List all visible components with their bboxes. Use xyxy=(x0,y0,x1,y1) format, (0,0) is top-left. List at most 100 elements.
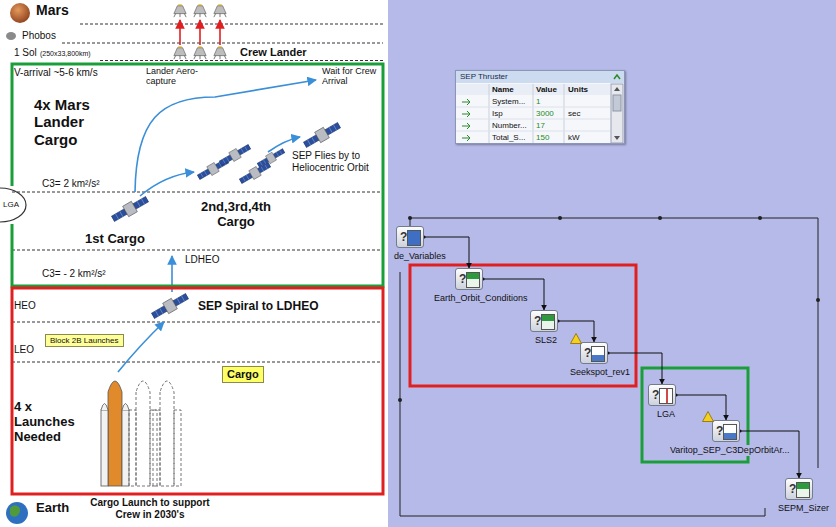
component-icon: ?Varitop_SEP_C3DepOrbitAr... xyxy=(712,420,740,442)
table-cell: System... xyxy=(492,97,525,107)
status-mark: ? xyxy=(400,230,407,244)
component-name: LGA xyxy=(656,409,676,420)
component-name: SEPM_Sizer xyxy=(777,503,830,514)
descent-arrows xyxy=(179,20,181,45)
annotation: 4x Mars Lander Cargo xyxy=(34,96,110,148)
annotation: C3= - 2 km²/s² xyxy=(42,268,106,280)
satellites xyxy=(238,160,272,186)
orbit-lines xyxy=(12,322,383,323)
landers xyxy=(174,46,186,59)
rocket xyxy=(160,381,174,486)
component-glyph xyxy=(541,314,555,330)
property-panel xyxy=(462,111,470,117)
table-cell: 3000 xyxy=(536,109,554,119)
property-panel xyxy=(456,71,624,83)
status-mark: ? xyxy=(716,424,723,438)
rocket xyxy=(101,410,108,486)
property-panel xyxy=(462,123,470,129)
component-icon: ?Earth_Orbit_Conditions xyxy=(455,268,483,290)
annotation: SEP Flies by to Heliocentric Orbit xyxy=(292,150,374,173)
status-mark: ? xyxy=(652,388,659,402)
annotation: Mars xyxy=(36,2,69,18)
property-panel xyxy=(614,87,620,140)
orbit-lines xyxy=(12,192,383,193)
annotation: Earth xyxy=(36,501,69,516)
annotation: Lander Aero-capture xyxy=(146,66,208,87)
component-icon: ?Seekspot_rev1 xyxy=(580,342,608,364)
lga-arc xyxy=(0,188,26,222)
trajectory-arrows xyxy=(140,172,194,196)
box-label: Block 2B Launches xyxy=(50,336,119,345)
planets xyxy=(6,502,28,524)
property-panel: SEP ThrusterNameValueUnitsSystem...1Isp3… xyxy=(455,70,625,144)
annotation: Wait for Crew Arrival xyxy=(322,66,380,87)
bus-dots xyxy=(398,398,402,402)
trajectory-arrows xyxy=(135,80,316,192)
highlight-frames xyxy=(12,288,383,494)
rocket xyxy=(136,381,150,486)
orbit-lines xyxy=(80,24,383,25)
satellites xyxy=(110,194,151,224)
highlight-frames xyxy=(12,64,748,494)
highlight-frames xyxy=(12,64,383,286)
table-cell: Number... xyxy=(492,121,527,131)
right-background xyxy=(388,0,836,527)
table-cell: kW xyxy=(568,133,580,143)
property-panel xyxy=(456,131,610,132)
landers xyxy=(194,4,206,17)
rocket xyxy=(122,404,129,411)
bus-dots xyxy=(758,216,762,220)
component-glyph xyxy=(659,388,673,404)
orbit-lines xyxy=(100,60,383,61)
property-panel xyxy=(462,135,470,141)
orbit-lines xyxy=(12,362,383,363)
rocket xyxy=(101,404,108,411)
trajectory-arrows xyxy=(118,322,164,372)
component-icon: ?SEPM_Sizer xyxy=(785,478,813,500)
landers xyxy=(214,46,226,59)
satellites xyxy=(150,291,191,321)
annotation: LGA xyxy=(3,200,19,209)
table-cell: Units xyxy=(568,85,588,95)
highlight-frames xyxy=(410,265,636,386)
property-panel xyxy=(456,119,610,120)
bus-dots xyxy=(658,216,662,220)
launch-box: Block 2B Launches xyxy=(45,334,124,347)
descent-arrows xyxy=(180,20,220,45)
trajectory-arrows xyxy=(118,80,316,372)
property-panel xyxy=(456,107,610,108)
component-name: Earth_Orbit_Conditions xyxy=(433,293,529,304)
table-cell: Value xyxy=(536,85,557,95)
annotation: SEP Spiral to LDHEO xyxy=(198,300,318,314)
orbit-lines xyxy=(62,43,383,44)
landers xyxy=(174,4,186,17)
component-name: SLS2 xyxy=(534,335,558,346)
launch-box: Cargo xyxy=(222,366,264,383)
planets xyxy=(6,32,16,40)
table-cell: Total_S... xyxy=(492,133,525,143)
warning-icon xyxy=(702,411,714,422)
component-icon: ?SLS2 xyxy=(530,310,558,332)
warning-icon xyxy=(703,412,714,422)
table-cell: 17 xyxy=(536,121,545,131)
data-bus xyxy=(400,272,765,516)
status-mark: ? xyxy=(584,346,591,360)
trajectory-arrows xyxy=(268,137,300,152)
property-panel xyxy=(613,95,621,111)
component-glyph xyxy=(407,230,421,246)
component-name: Varitop_SEP_C3DepOrbitAr... xyxy=(669,445,790,456)
data-bus xyxy=(400,218,818,516)
descent-arrows xyxy=(199,20,201,45)
rocket xyxy=(153,410,160,486)
rocket xyxy=(108,381,122,486)
annotation: LDHEO xyxy=(185,254,219,266)
connector xyxy=(676,395,726,420)
orbit-lines xyxy=(12,250,383,251)
box-label: Cargo xyxy=(227,368,259,380)
annotation: V-arrival ~5-6 km/s xyxy=(14,67,98,79)
property-panel xyxy=(462,99,470,105)
landers xyxy=(194,46,206,59)
bus-dots xyxy=(398,216,820,402)
planets xyxy=(10,505,20,516)
satellites xyxy=(218,142,252,168)
